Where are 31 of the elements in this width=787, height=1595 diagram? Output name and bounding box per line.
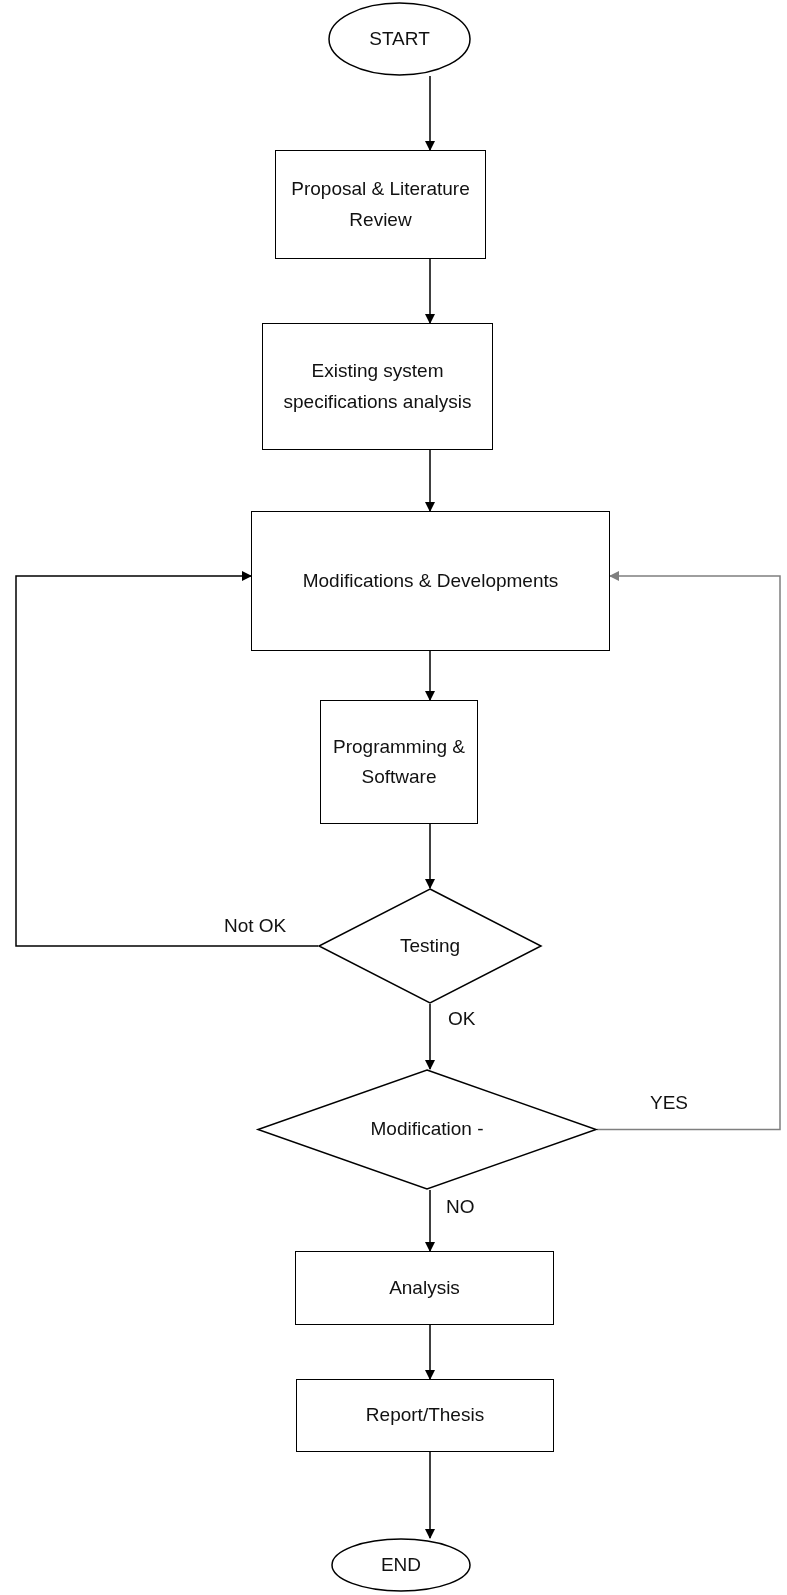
arrow	[425, 75, 435, 151]
process-box	[275, 150, 486, 259]
arrow	[425, 650, 435, 701]
process-box	[295, 1251, 554, 1325]
node-text: Testing	[399, 933, 461, 958]
terminal-ellipse	[328, 2, 471, 76]
arrow	[425, 1003, 435, 1070]
arrow	[15, 571, 319, 947]
node-text: END	[380, 1552, 422, 1577]
arrow	[596, 571, 781, 1131]
arrow	[425, 1324, 435, 1380]
arrow	[425, 258, 435, 324]
node-text: START	[369, 26, 430, 51]
node-text: Analysis	[389, 1275, 460, 1300]
process-box	[320, 700, 478, 824]
node-text: Modification -	[370, 1117, 484, 1142]
decision-diamond	[318, 888, 542, 1004]
arrow	[425, 823, 435, 889]
terminal-ellipse	[331, 1538, 471, 1592]
process-box	[251, 511, 610, 651]
decision-diamond	[257, 1069, 597, 1190]
node-text: Proposal & Literature Review	[290, 177, 471, 232]
arrow	[425, 1451, 435, 1539]
process-box	[296, 1379, 554, 1452]
node-text: Existing system specifications analysis	[282, 359, 473, 414]
node-text: Programming & Software	[332, 734, 466, 789]
process-box	[262, 323, 493, 450]
arrow	[425, 1189, 435, 1252]
arrow	[425, 449, 435, 512]
node-text: Report/Thesis	[365, 1403, 485, 1428]
node-text: Modifications & Developments	[302, 568, 559, 593]
